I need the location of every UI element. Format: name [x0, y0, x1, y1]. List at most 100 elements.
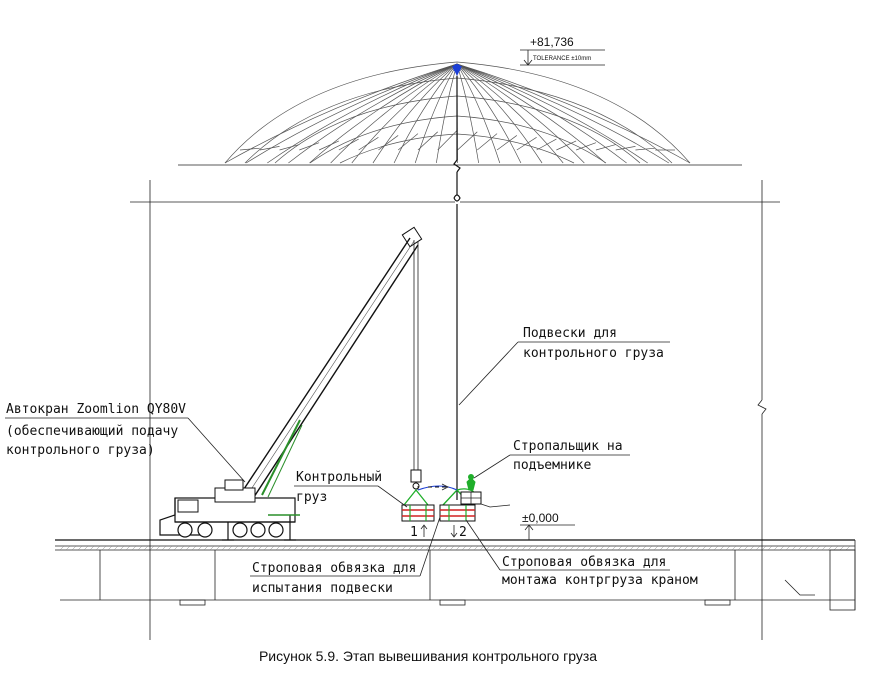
slab-hatch-line — [257, 545, 263, 551]
crane-label-line1: Автокран Zoomlion QY80V — [6, 402, 186, 417]
slab-hatch-line — [539, 545, 545, 551]
dome-brace — [417, 131, 438, 151]
slinger-label-line2: подъемнике — [513, 458, 591, 473]
dome-structure — [178, 61, 742, 166]
dome-brace — [536, 138, 557, 151]
slab-hatch-line — [329, 545, 335, 551]
slab-hatch-line — [353, 545, 359, 551]
slab-hatch-line — [401, 545, 407, 551]
slab-hatch-line — [797, 545, 803, 551]
slab-hatch-line — [443, 545, 449, 551]
control-load-label-line2: груз — [296, 490, 327, 505]
slab-hatch-line — [533, 545, 539, 551]
marker-2: 2 — [459, 525, 467, 540]
slab-hatch-line — [827, 545, 833, 551]
slab-hatch-line — [761, 545, 767, 551]
slab-hatch-line — [749, 545, 755, 551]
dome-brace — [556, 140, 577, 151]
dome-rib — [393, 63, 458, 164]
slab-hatch-line — [269, 545, 275, 551]
slab-hatch-line — [263, 545, 269, 551]
slab-hatch-line — [59, 545, 65, 551]
slab-hatch-line — [641, 545, 647, 551]
slab-hatch-line — [671, 545, 677, 551]
slab-hatch-line — [755, 545, 761, 551]
slab-hatch-line — [611, 545, 617, 551]
slab-hatch-line — [131, 545, 137, 551]
slab-hatch-line — [323, 545, 329, 551]
dome-brace — [496, 135, 518, 151]
slab-hatch-line — [281, 545, 287, 551]
control-load-label: Контрольный груз — [296, 470, 382, 505]
slab-hatch-line — [791, 545, 797, 551]
slab-hatch-line — [815, 545, 821, 551]
sling-mount-label-line1: Строповая обвязка для — [502, 555, 666, 570]
slab-hatch-line — [509, 545, 515, 551]
slab-hatch-line — [617, 545, 623, 551]
slab-hatch-line — [191, 545, 197, 551]
slab-hatch-line — [599, 545, 605, 551]
slab-hatch-line — [461, 545, 467, 551]
slab-hatch-line — [107, 545, 113, 551]
dome-brace — [397, 133, 419, 151]
slab-hatch-line — [653, 545, 659, 551]
slab-hatch-line — [473, 545, 479, 551]
slab-hatch-line — [173, 545, 179, 551]
slab-hatch-line — [623, 545, 629, 551]
dome-rib — [414, 63, 458, 164]
slab-hatch-line — [383, 545, 389, 551]
sling-test-label-line2: испытания подвески — [252, 581, 393, 596]
dome-rib — [224, 63, 458, 164]
slab-hatch-line — [629, 545, 635, 551]
slab-hatch-line — [245, 545, 251, 551]
slab-hatch-line — [839, 545, 845, 551]
slab-hatch-line — [227, 545, 233, 551]
sling-mount-label: Строповая обвязка для монтажа контргруза… — [502, 555, 698, 588]
figure-caption: Рисунок 5.9. Этап вывешивания контрольно… — [259, 648, 597, 664]
slab-hatch-line — [455, 545, 461, 551]
slab-hatch-line — [821, 545, 827, 551]
tolerance-note: TOLERANCE ±10mm — [533, 56, 591, 62]
hangers-label: Подвески для контрольного груза — [523, 326, 664, 361]
dome-brace — [358, 136, 379, 151]
slab-hatch-line — [125, 545, 131, 551]
slab-hatch-line — [179, 545, 185, 551]
slab-hatch-line — [479, 545, 485, 551]
slab-hatch-line — [161, 545, 167, 551]
dome-rib — [372, 63, 458, 164]
slab-hatch-line — [581, 545, 587, 551]
slab-hatch-line — [545, 545, 551, 551]
dome-brace — [239, 147, 260, 151]
slab-hatch-line — [701, 545, 707, 551]
transfer-arrow — [428, 483, 449, 491]
control-load-1 — [401, 486, 435, 522]
dome-brace — [615, 146, 636, 151]
slab-hatch-line — [437, 545, 443, 551]
slab-hatch-line — [665, 545, 671, 551]
dome-rib — [456, 63, 479, 164]
slab-hatch-line — [215, 545, 221, 551]
slab-hatch-line — [143, 545, 149, 551]
slab-hatch-line — [149, 545, 155, 551]
slab-hatch-line — [101, 545, 107, 551]
slab-hatch-line — [83, 545, 89, 551]
crane-label: Автокран Zoomlion QY80V (обеспечивающий … — [6, 402, 186, 458]
slab-hatch-line — [809, 545, 815, 551]
slab-hatch-line — [425, 545, 431, 551]
slab-hatch-line — [89, 545, 95, 551]
dome-brace — [516, 136, 537, 151]
dome-rib — [351, 63, 458, 164]
dome-brace — [595, 144, 616, 151]
slab-hatch-line — [317, 545, 323, 551]
slab-hatch-line — [275, 545, 281, 551]
sling-mount-label-line2: монтажа контргруза краном — [502, 573, 698, 588]
slab-hatch-line — [431, 545, 437, 551]
slab-hatch-line — [551, 545, 557, 551]
dome-rib — [288, 63, 458, 164]
slab-hatch-line — [635, 545, 641, 551]
dome-rib — [330, 63, 458, 164]
slab-hatch-line — [113, 545, 119, 551]
slab-hatch-line — [305, 545, 311, 551]
slab-hatch-line — [413, 545, 419, 551]
slab-hatch-line — [515, 545, 521, 551]
